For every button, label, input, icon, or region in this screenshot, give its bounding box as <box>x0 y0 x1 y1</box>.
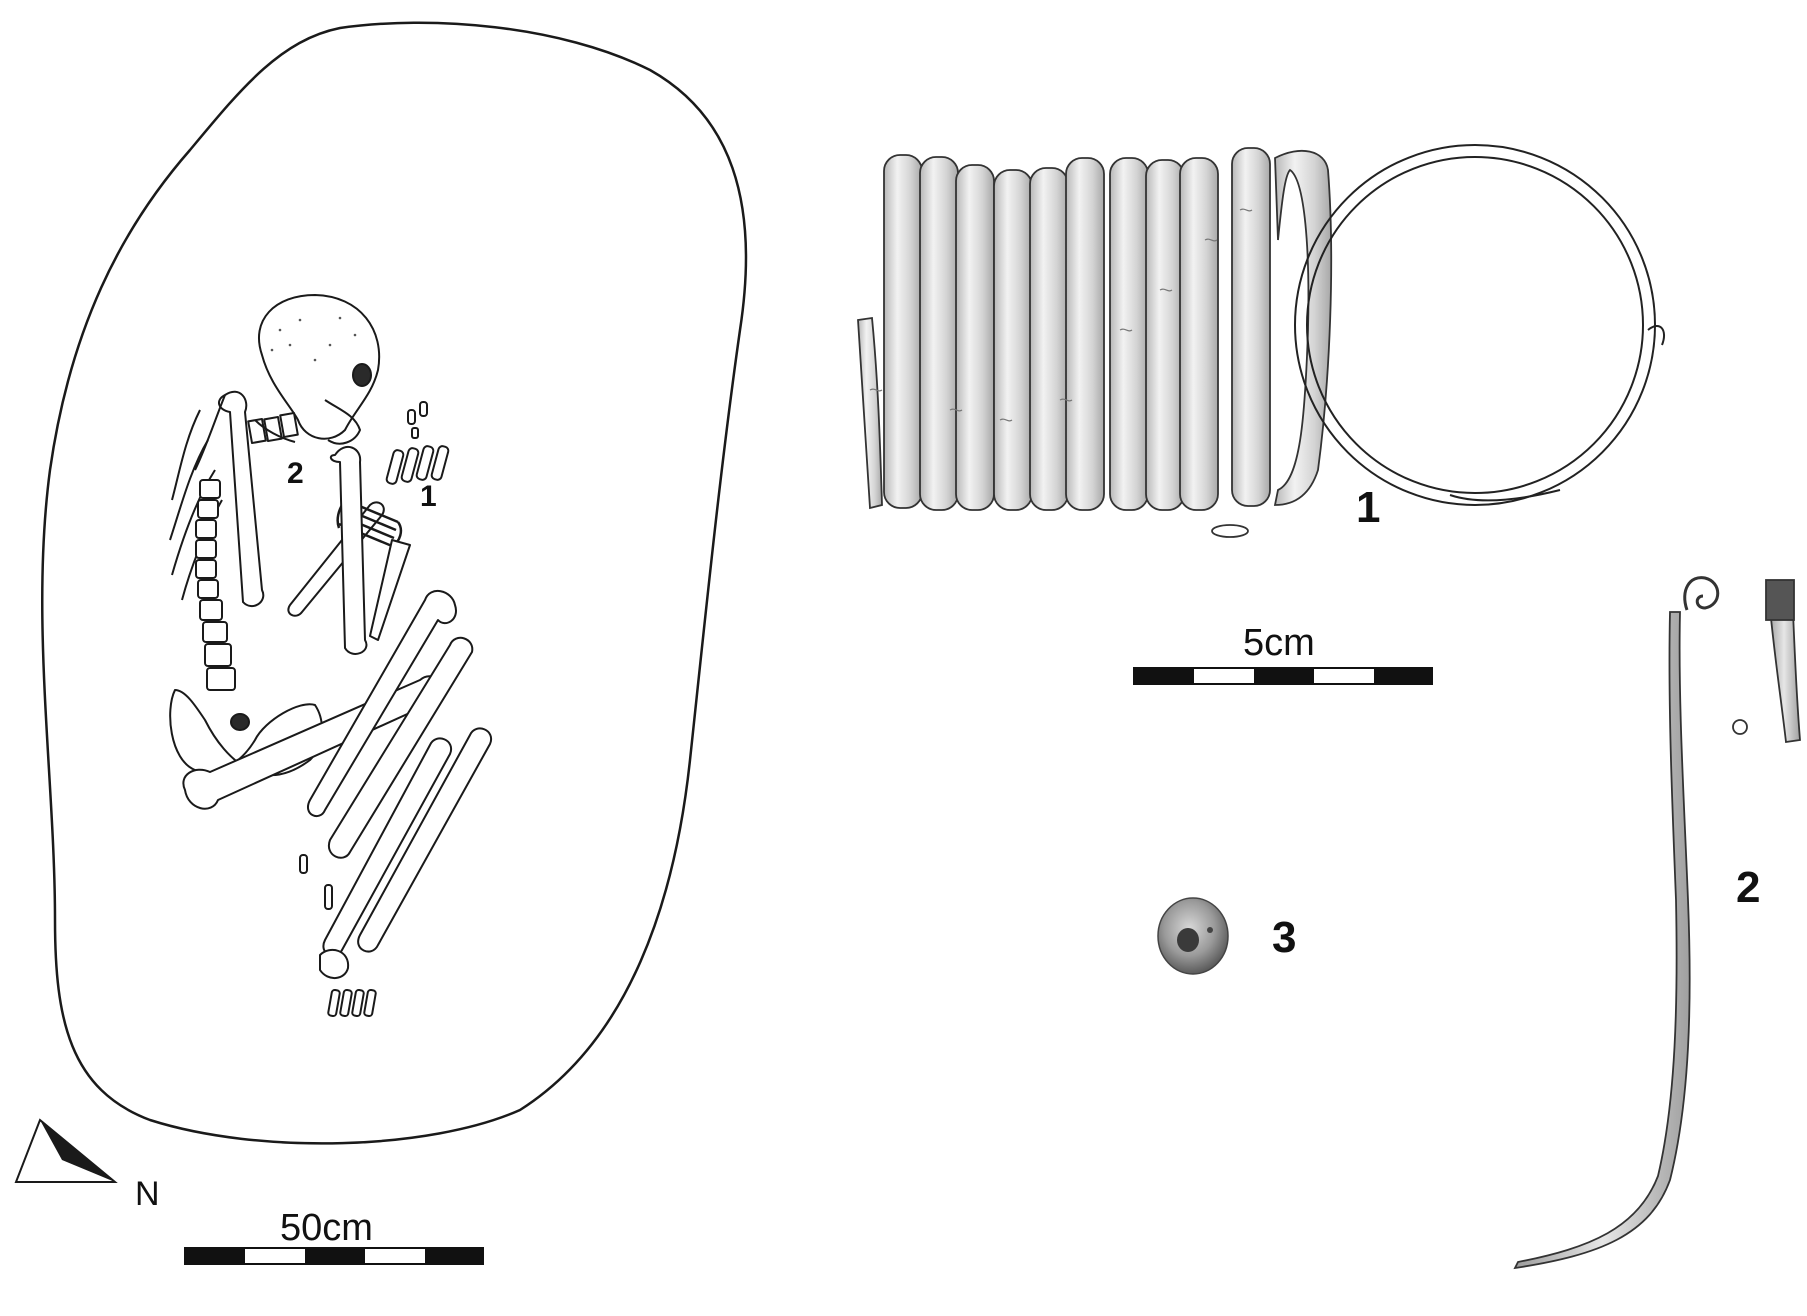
grave-pit-outline <box>41 21 748 1145</box>
label-3: 3 <box>1272 913 1296 962</box>
tibia-2 <box>357 727 493 953</box>
eye-orbit <box>352 363 372 387</box>
plan-label-2: 2 <box>287 457 304 490</box>
spine <box>195 479 236 691</box>
scale-bar-artifacts: 5cm <box>1133 622 1433 685</box>
femur-right <box>307 590 457 818</box>
label-2: 2 <box>1736 863 1760 912</box>
mandible <box>324 399 361 445</box>
scale-bar-plan: 50cm <box>184 1207 484 1265</box>
scale-bar-plan-label: 50cm <box>280 1207 373 1249</box>
north-arrow: N <box>14 1118 160 1213</box>
bead <box>1157 897 1229 975</box>
skull <box>257 294 381 440</box>
skeleton <box>169 294 493 1018</box>
humerus-right <box>329 445 368 655</box>
label-1: 1 <box>1356 483 1380 532</box>
plan-label-1: 1 <box>420 480 437 513</box>
skull-stipple <box>270 316 357 362</box>
bracelet-top-view <box>1294 144 1666 506</box>
pin-in-situ <box>254 419 296 443</box>
grave-plan: 2 1 <box>41 21 748 1145</box>
foot-bones <box>299 854 377 1018</box>
north-label: N <box>135 1175 160 1213</box>
pin <box>1513 576 1801 1270</box>
bracelet-side-view <box>857 147 1333 538</box>
humerus-left <box>218 390 265 608</box>
hand-bones <box>385 401 450 485</box>
scale-bar-artifacts-label: 5cm <box>1243 622 1315 664</box>
tibia-1 <box>327 636 474 859</box>
